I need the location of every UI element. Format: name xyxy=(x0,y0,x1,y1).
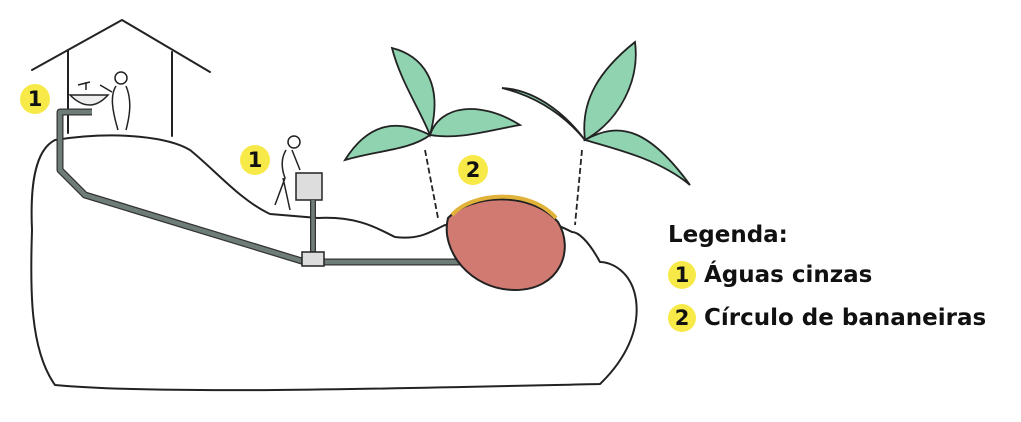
badge-washing-greywater: 1 xyxy=(240,145,270,175)
legend-badge: 2 xyxy=(668,304,696,332)
legend-badge: 1 xyxy=(668,261,696,289)
house-outline xyxy=(31,19,211,73)
legend-label: Águas cinzas xyxy=(704,262,873,288)
legend-title: Legenda: xyxy=(668,222,788,248)
washing-station-icon xyxy=(295,172,323,201)
badge-house-greywater: 1 xyxy=(20,84,50,114)
legend: Legenda: 1 Águas cinzas 2 Círculo de ban… xyxy=(668,222,986,346)
badge-banana-circle: 2 xyxy=(458,155,488,185)
person-icon xyxy=(99,71,131,131)
legend-item-greywater: 1 Águas cinzas xyxy=(668,260,986,290)
sink-icon xyxy=(68,94,110,106)
ground-outline xyxy=(30,134,638,392)
mulch-layer xyxy=(450,194,558,220)
person-washing-icon xyxy=(274,135,301,211)
legend-label: Círculo de bananeiras xyxy=(704,305,987,331)
banana-tree-right xyxy=(501,40,691,226)
legend-item-banana-circle: 2 Círculo de bananeiras xyxy=(668,303,986,333)
banana-circle-pit xyxy=(445,198,566,292)
banana-tree-left xyxy=(342,46,523,219)
